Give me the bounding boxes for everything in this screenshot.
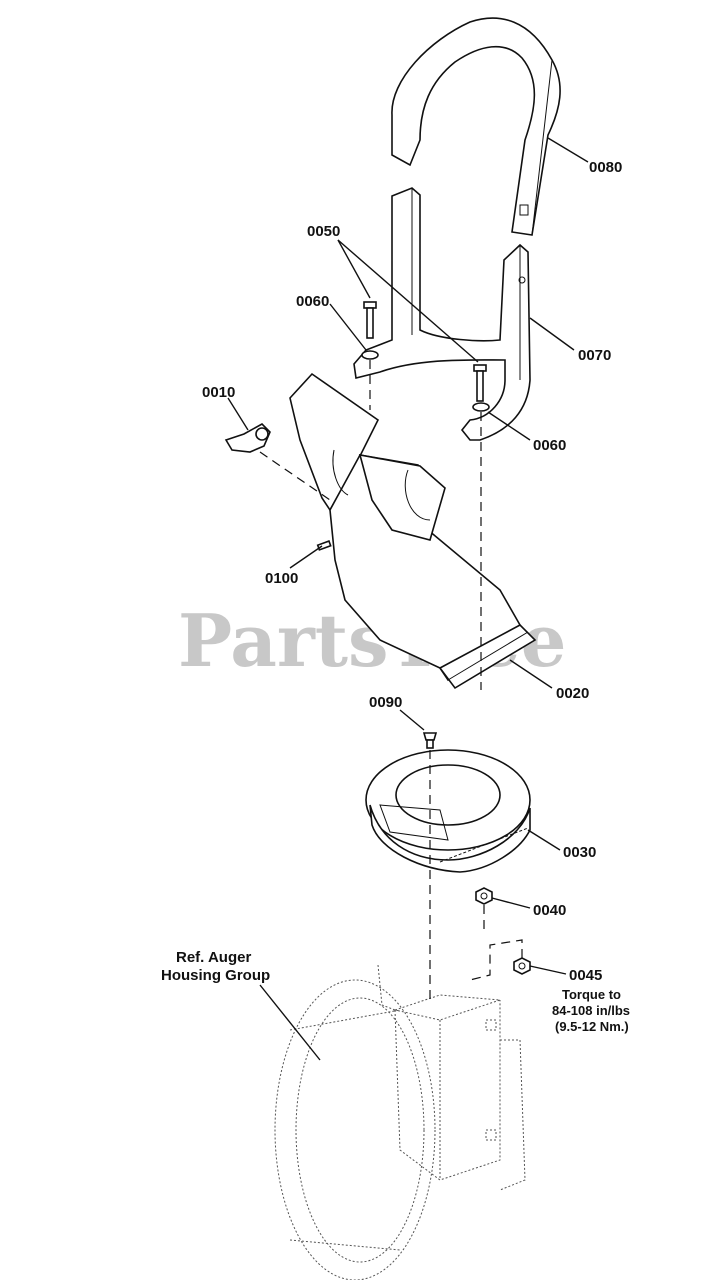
callout-0090: 0090 <box>369 694 402 711</box>
screw-part-0100[interactable] <box>316 540 332 551</box>
bracket-part-0070[interactable] <box>353 187 531 441</box>
callout-0050: 0050 <box>307 223 340 240</box>
torque-note-line1: Torque to <box>562 987 621 1002</box>
callout-0100: 0100 <box>265 570 298 587</box>
chute-part-0020[interactable] <box>289 372 537 690</box>
nut-part-0040[interactable] <box>475 887 493 905</box>
callout-0060-lower: 0060 <box>533 437 566 454</box>
callout-0040: 0040 <box>533 902 566 919</box>
reference-label-line2: Housing Group <box>161 967 270 984</box>
auger-housing-reference <box>274 964 526 1280</box>
nut-part-0045[interactable] <box>513 957 531 975</box>
knob-part-0010[interactable] <box>224 423 271 453</box>
callout-0060-upper: 0060 <box>296 293 329 310</box>
reference-label-line1: Ref. Auger <box>176 949 251 966</box>
rivet-part-0090[interactable] <box>422 732 438 749</box>
bolt-part-0050[interactable] <box>363 301 487 402</box>
alignment-lines <box>259 360 523 1000</box>
torque-note-line2: 84-108 in/lbs <box>552 1003 630 1018</box>
ring-gear-part-0030[interactable] <box>365 749 531 873</box>
callout-0080: 0080 <box>589 159 622 176</box>
callout-0070: 0070 <box>578 347 611 364</box>
callout-0020: 0020 <box>556 685 589 702</box>
leader-lines <box>227 137 589 1061</box>
torque-note-line3: (9.5-12 Nm.) <box>555 1019 629 1034</box>
washer-part-0060[interactable] <box>361 350 490 412</box>
callout-0010: 0010 <box>202 384 235 401</box>
callout-0030: 0030 <box>563 844 596 861</box>
handle-part-0080[interactable] <box>391 17 561 236</box>
callout-0045: 0045 <box>569 967 602 984</box>
